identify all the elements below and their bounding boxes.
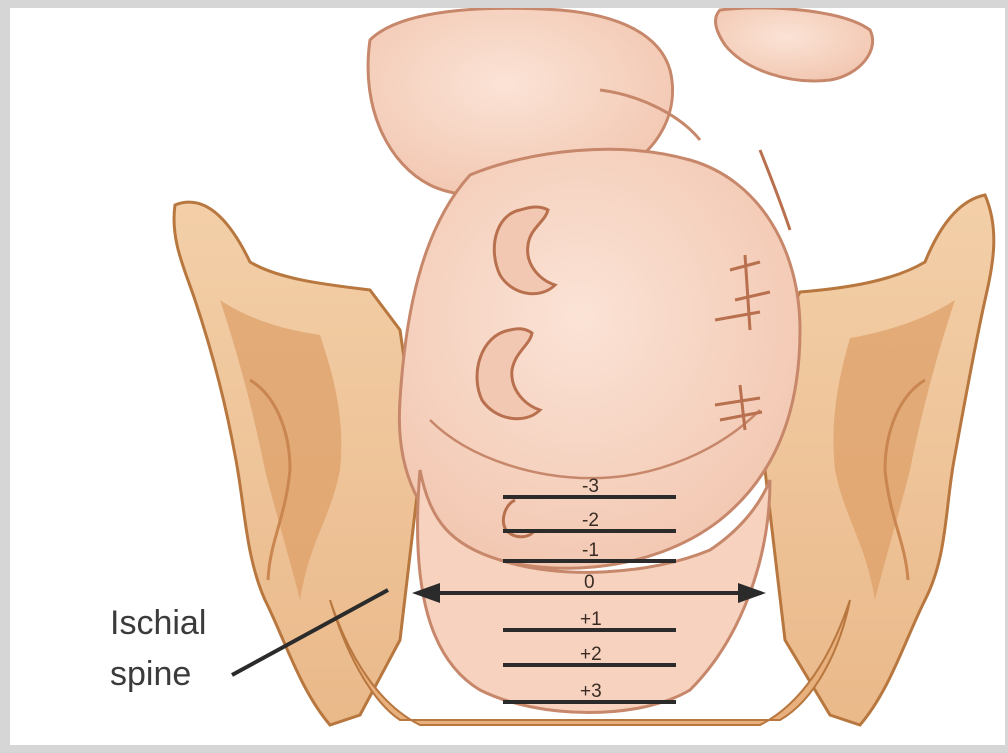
station-label-minus2: -2 bbox=[582, 510, 599, 531]
ischial-spine-label-line2: spine bbox=[110, 657, 206, 691]
station-label-minus1: -1 bbox=[582, 540, 599, 561]
station-label-plus2: +2 bbox=[580, 644, 602, 665]
station-label-zero: 0 bbox=[584, 572, 595, 593]
ischial-spine-label: Ischial spine bbox=[110, 606, 206, 691]
station-label-plus3: +3 bbox=[580, 681, 602, 702]
station-label-plus1: +1 bbox=[580, 609, 602, 630]
station-label-minus3: -3 bbox=[582, 476, 599, 497]
ischial-spine-label-line1: Ischial bbox=[110, 606, 206, 640]
